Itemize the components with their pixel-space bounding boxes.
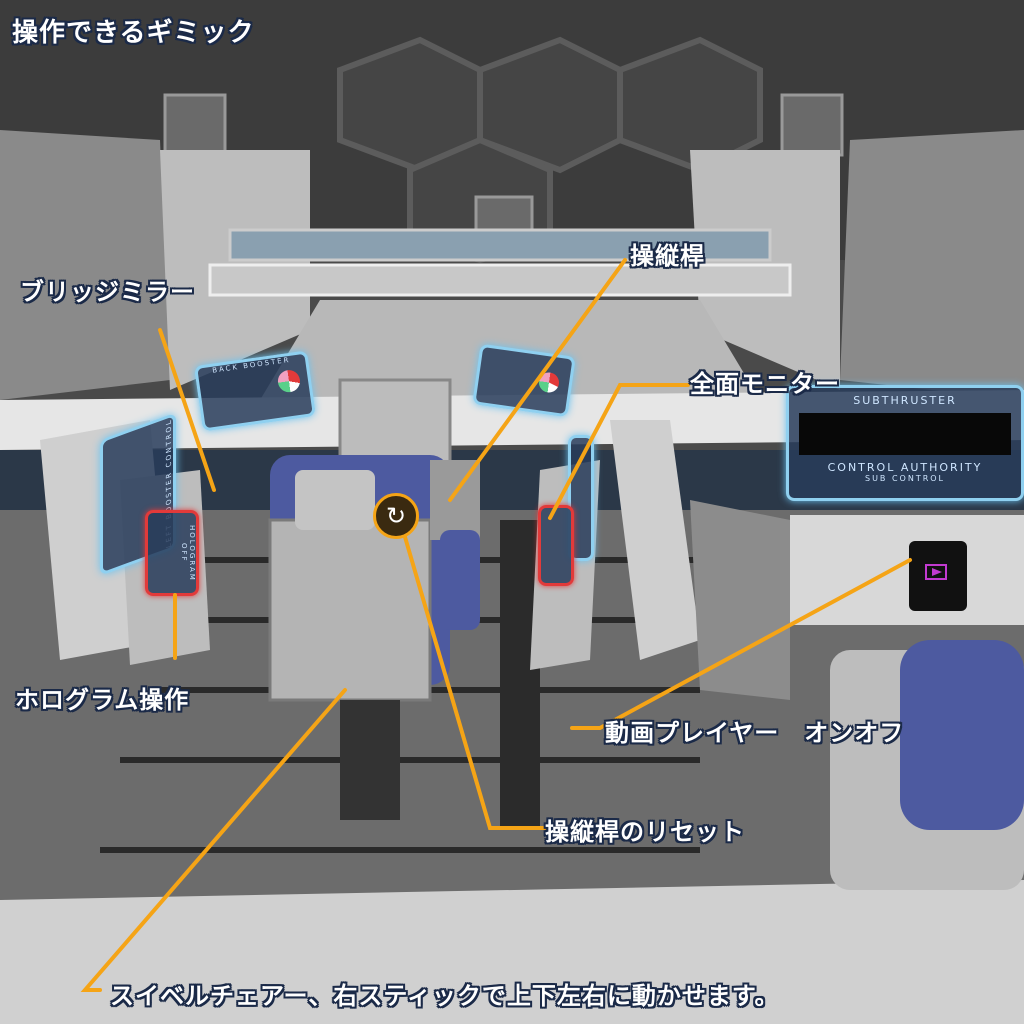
label-swivel-chair: スイベルチェアー、右スティックで上下左右に動かせます。 xyxy=(110,982,780,1010)
label-stick-reset: 操縦桿のリセット xyxy=(545,818,745,846)
door-right xyxy=(780,93,844,157)
hologram-subthruster[interactable]: SUBTHRUSTER CONTROL AUTHORITY SUB CONTRO… xyxy=(786,385,1024,501)
line-bridge-mirror xyxy=(158,328,216,492)
hologram-right-panel[interactable] xyxy=(538,505,574,586)
line-full-monitor xyxy=(548,383,690,520)
line-video-player xyxy=(570,558,912,730)
video-player-device xyxy=(909,541,967,611)
hologram-off-label: HOLOGRAM OFF xyxy=(180,524,196,582)
line-stick-reset xyxy=(403,535,547,830)
holo-sub-control-label: SUB CONTROL xyxy=(864,474,946,483)
hologram-off-button[interactable]: HOLOGRAM OFF xyxy=(145,510,199,596)
line-swivel-chair xyxy=(80,688,347,992)
holo-control-authority-label: CONTROL AUTHORITY xyxy=(827,461,983,474)
reset-icon[interactable]: ↻ xyxy=(373,493,419,539)
label-full-monitor: 全面モニター xyxy=(690,370,840,398)
label-hologram-control: ホログラム操作 xyxy=(15,686,190,714)
label-bridge-mirror: ブリッジミラー xyxy=(20,278,195,306)
label-video-player: 動画プレイヤー オンオフ xyxy=(605,719,905,747)
line-control-stick xyxy=(448,258,627,502)
label-control-stick: 操縦桿 xyxy=(630,242,705,270)
holo-subthruster-label: SUBTHRUSTER xyxy=(853,394,957,407)
play-icon xyxy=(932,568,942,576)
door-left xyxy=(163,93,227,157)
page-title: 操作できるギミック xyxy=(12,18,255,48)
